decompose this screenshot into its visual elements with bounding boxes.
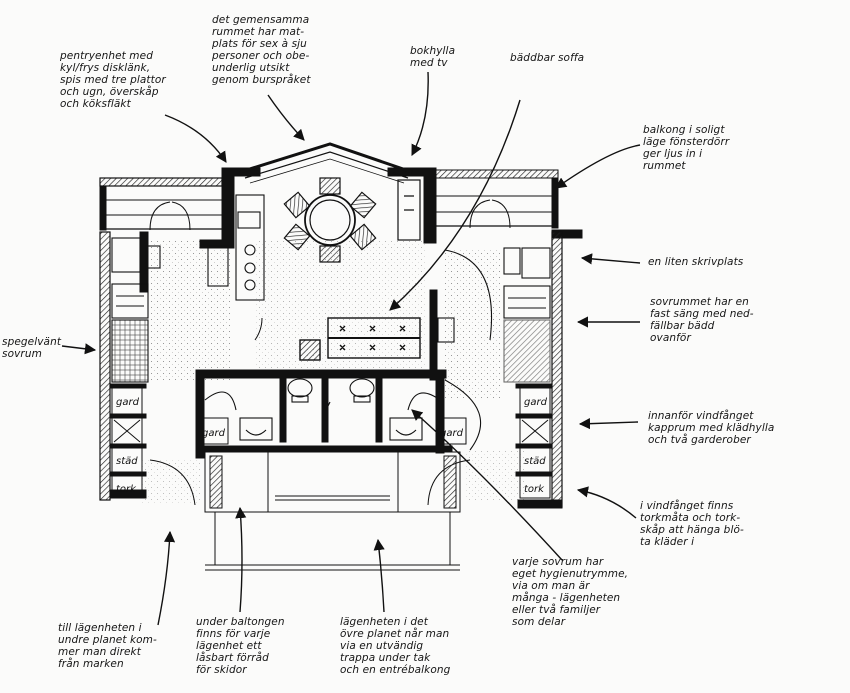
label-gard-right-1: gard: [524, 397, 548, 408]
arrow-drying: [576, 486, 637, 519]
balcony-doors: [149, 199, 511, 231]
left-bedroom-furniture: [111, 237, 161, 383]
label-tork-left: tork: [116, 484, 137, 495]
label-stad-right: städ: [524, 456, 546, 467]
annotation-book-shelf: bokhylla med tv: [410, 45, 456, 69]
label-gard-right-2: gard: [440, 428, 464, 439]
arrow-desk: [580, 253, 641, 265]
annotation-entrance: innanför vindfånget kapprum med klädhyll…: [648, 410, 775, 446]
arrow-balcony: [555, 144, 641, 189]
annotation-arrows: [61, 71, 641, 626]
annotation-lower-floor: till lägenheten i undre planet kom- mer …: [58, 622, 157, 670]
bathroom-fixtures: [204, 378, 441, 441]
arrow-hygiene: [411, 409, 563, 561]
label-stad-left: städ: [116, 456, 138, 467]
entrance-balcony: [204, 451, 461, 571]
label-tork-right: tork: [524, 484, 545, 495]
arrow-sofa: [389, 99, 521, 311]
annotation-balcony: balkong i soligt läge fönsterdörr ger lj…: [643, 124, 730, 172]
annotation-desk: en liten skrivplats: [648, 256, 744, 268]
annotation-drying: i vindfånget finns torkmåta och tork- sk…: [640, 500, 744, 548]
annotation-kitchen: pentryenhet med kyl/frys disklänk, spis …: [60, 50, 166, 110]
annotation-mirror-bedroom: spegelvänt sovrum: [2, 336, 62, 360]
arrow-storage: [235, 506, 247, 613]
annotation-storage: under baltongen finns för varje lägenhet…: [196, 616, 285, 676]
annotation-hygiene: varje sovrum har eget hygienutrymme, via…: [512, 556, 629, 628]
annotation-common-room: det gemensamma rummet har mat- plats för…: [212, 14, 311, 86]
entrance-doors: [149, 317, 471, 506]
arrow-upper-floor: [373, 538, 385, 613]
arrow-common-room: [267, 94, 305, 141]
sofa: [299, 317, 421, 361]
kitchen-furniture: [207, 194, 265, 301]
room-labels: gard gard städ tork gard gard städ tork: [116, 397, 548, 495]
right-bedroom-furniture: [437, 247, 551, 451]
arrow-lower-floor: [157, 530, 176, 626]
arrow-entrance: [578, 418, 639, 430]
annotation-upper-floor: lägenheten i det övre planet når man via…: [340, 616, 451, 676]
arrow-mirror-bedroom: [61, 343, 97, 355]
arrow-kitchen: [164, 114, 227, 163]
arrow-book-shelf: [411, 71, 429, 156]
label-gard-left-1: gard: [116, 397, 140, 408]
annotation-bedroom-bed: sovrummet har en fast säng med ned- fäll…: [650, 296, 754, 344]
dining-table: [283, 177, 421, 263]
annotation-sofa: bäddbar soffa: [510, 52, 585, 64]
label-gard-left-2: gard: [202, 428, 226, 439]
outer-walls: [99, 142, 583, 509]
